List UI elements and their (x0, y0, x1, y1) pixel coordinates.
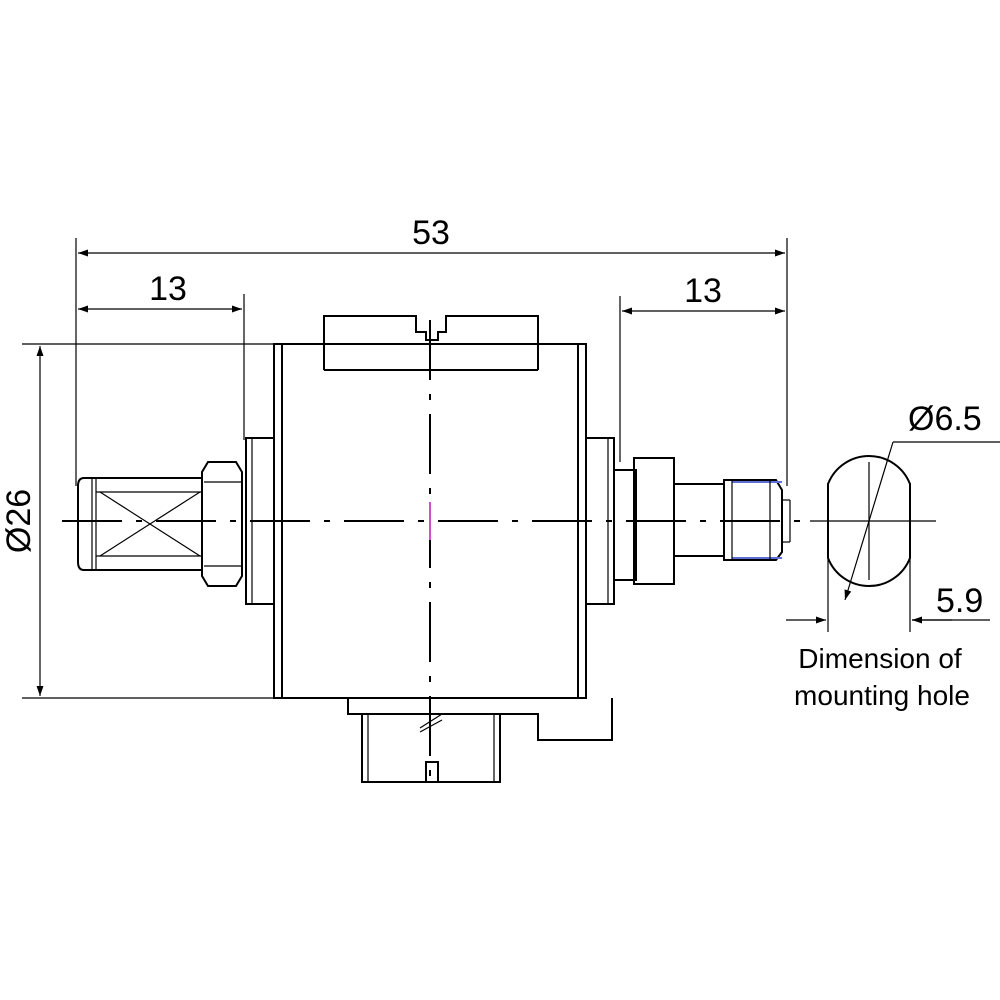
mounting-hole-note-line2: mounting hole (794, 680, 970, 711)
dim-text-body-diameter: Ø26 (0, 489, 38, 553)
dim-text-overall-length: 53 (412, 214, 450, 252)
dimension-body-diameter: Ø26 (0, 346, 44, 696)
dim-text-hole-flat: 5.9 (936, 582, 983, 620)
centerlines (62, 320, 800, 790)
dimension-right-connector: 13 (622, 272, 785, 315)
extension-lines (22, 238, 788, 699)
dimension-left-connector: 13 (78, 270, 242, 313)
mounting-hole-view: Ø6.5 5.9 Dimension of mounting hole (786, 400, 1000, 711)
mounting-hole-note-line1: Dimension of (798, 643, 962, 674)
left-connector (77, 461, 243, 587)
dimension-overall-length: 53 (78, 214, 785, 257)
dim-text-hole-diameter: Ø6.5 (908, 400, 982, 438)
dim-text-right-connector: 13 (684, 272, 722, 310)
dim-text-left-connector: 13 (149, 270, 187, 308)
